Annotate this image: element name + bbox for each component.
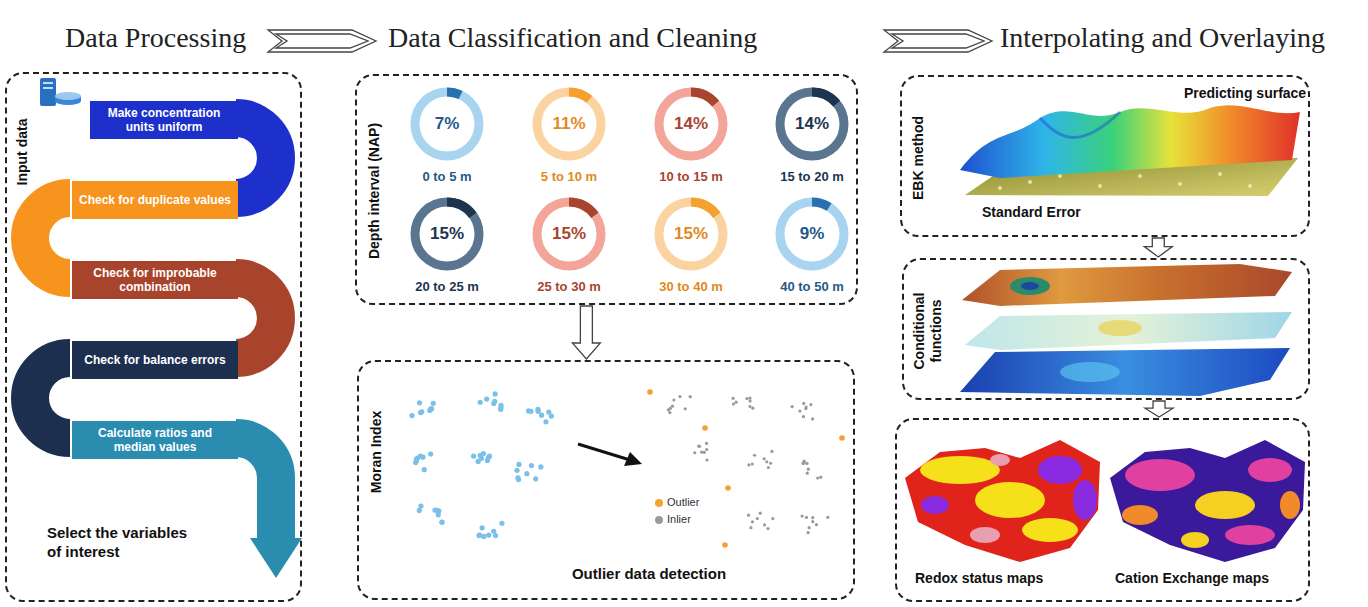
maps-panel: Redox status maps Cation Exchange maps [895,418,1310,602]
flow-arrow [1144,238,1172,257]
depth-range: 30 to 40 m [659,279,723,294]
output-note: Select the variables of interest [47,524,197,562]
process-step: Check for duplicate values [72,181,238,219]
process-step: Calculate ratios and median values [72,421,238,459]
panel-title: Input data [14,119,30,186]
percent-value: 9% [800,224,825,244]
database-icon [40,78,81,106]
moran-panel: Moran IndexOutlier data detection Outlier… [357,360,855,600]
depth-donut: 14%15 to 20 m [775,87,849,161]
depth-donut: 14%10 to 15 m [654,87,728,161]
depth-donut: 15%30 to 40 m [654,197,728,271]
percent-value: 15% [430,224,464,244]
process-step: Make concentration units uniform [90,101,238,139]
stage-heading: Data Classification and Cleaning [388,22,757,54]
flow-arrowhead [250,538,302,578]
percent-value: 14% [795,114,829,134]
percent-value: 11% [552,114,585,134]
step-label: Calculate ratios and median values [72,426,238,455]
panel-title: Moran Index [368,411,384,493]
surface-label: Standard Error [982,204,1081,220]
percent-value: 7% [435,114,460,134]
scatter-points [409,389,844,548]
percent-value: 15% [674,224,708,244]
step-label: Make concentration units uniform [90,106,238,135]
depth-donut: 7%0 to 5 m [410,87,484,161]
panel-caption: Outlier data detection [549,565,749,582]
transform-arrow [578,444,642,466]
map-label: Redox status maps [915,570,1043,586]
legend-swatch [655,499,663,507]
depth-panel: Depth interval (NAP)7%0 to 5 m11%5 to 10… [355,74,858,305]
percent-value: 15% [552,224,586,244]
ebk-panel: EBK method Predicting surfaceStandard Err… [900,75,1310,237]
percent-value: 14% [674,114,708,134]
step-label: Check for balance errors [78,353,231,367]
depth-range: 20 to 25 m [415,279,479,294]
depth-range: 5 to 10 m [541,169,597,184]
depth-range: 25 to 30 m [537,279,601,294]
depth-range: 0 to 5 m [422,169,471,184]
flow-arrow [572,306,600,359]
panel-title: Conditional functions [911,281,945,381]
process-panel: Input dataSelect the variables of intere… [5,72,302,602]
depth-range: 10 to 15 m [659,169,723,184]
process-step: Check for balance errors [72,341,238,379]
stage-heading: Data Processing [65,22,246,54]
redox-map [900,435,1105,565]
cation-map [1105,435,1310,565]
legend-swatch [655,516,663,524]
stage-heading: Interpolating and Overlaying [1000,22,1325,54]
flow-band-curve [30,118,276,540]
map-label: Cation Exchange maps [1115,570,1269,586]
depth-range: 40 to 50 m [780,279,844,294]
legend-label: Outlier [667,496,699,508]
flow-arrow [1145,401,1173,417]
depth-range: 15 to 20 m [780,169,844,184]
conditional-panel: Conditional functions [902,258,1310,400]
layer-stack [960,264,1292,396]
surface-label: Predicting surface [1184,85,1306,101]
surface-illustration [960,105,1300,196]
process-step: Check for improbable combination [72,261,238,299]
depth-donut: 15%25 to 30 m [532,197,606,271]
depth-donut: 15%20 to 25 m [410,197,484,271]
depth-donut: 11%5 to 10 m [532,87,606,161]
step-label: Check for improbable combination [72,266,238,295]
legend-label: Inlier [667,513,691,525]
panel-title: Depth interval (NAP) [366,123,382,259]
step-label: Check for duplicate values [73,193,237,207]
panel-title: EBK method [910,116,926,200]
depth-donut: 9%40 to 50 m [775,197,849,271]
